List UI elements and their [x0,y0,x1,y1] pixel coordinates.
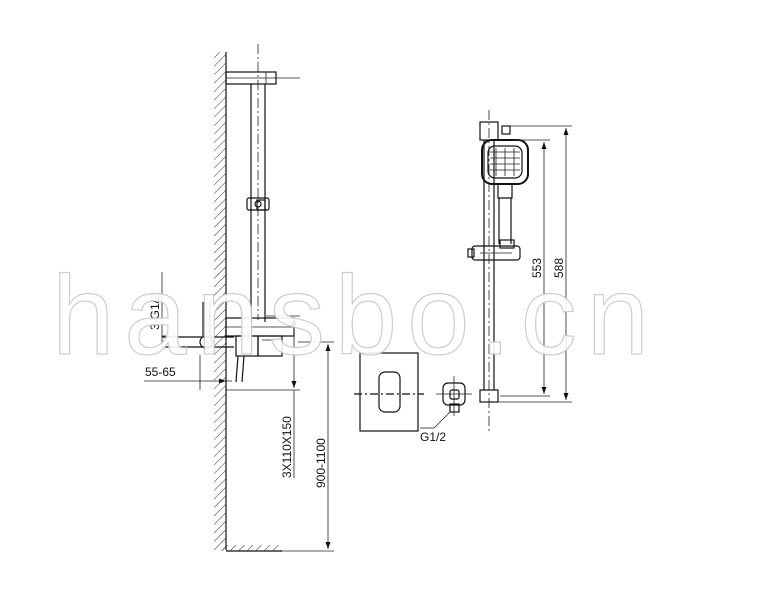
supply-pipe [162,302,234,349]
shower-holder [467,239,521,261]
hand-shower-head [481,139,529,199]
hand-shower-handle [498,198,512,244]
valve-box-label: 3X110X150 [280,416,294,478]
dim-mounting-height: 900-1100 [282,341,334,552]
wall-elbow: G1/2 [420,376,472,444]
floor-hatch [220,545,282,551]
wall-offset-label: 55-65 [145,365,176,379]
dim-valve-box: 3X110X150 [226,315,300,478]
dim-bar-length: 553 [500,139,550,397]
mounting-height-label: 900-1100 [314,438,328,488]
side-view: 3-G1/2 55-65 3X110X150 900-1100 [144,44,334,552]
front-view-slide-bar: 553 588 [467,110,572,434]
dim-wall-offset: 55-65 [144,355,232,390]
valve-cover-plate [354,352,424,432]
elbow-thread-label: G1/2 [420,430,446,444]
bottom-bracket [479,389,499,403]
pipe-thread-label: 3-G1/2 [148,293,162,330]
top-wall-bracket [225,71,300,85]
bar-length-label: 553 [530,258,544,278]
wall-hatch [214,52,226,550]
overall-height-label: 588 [552,258,566,278]
watermark-text: hansbo.cn [52,253,659,378]
dim-pipe-thread: 3-G1/2 [148,272,170,348]
dim-overall-height: 588 [498,125,572,403]
rail-slider [246,197,270,211]
